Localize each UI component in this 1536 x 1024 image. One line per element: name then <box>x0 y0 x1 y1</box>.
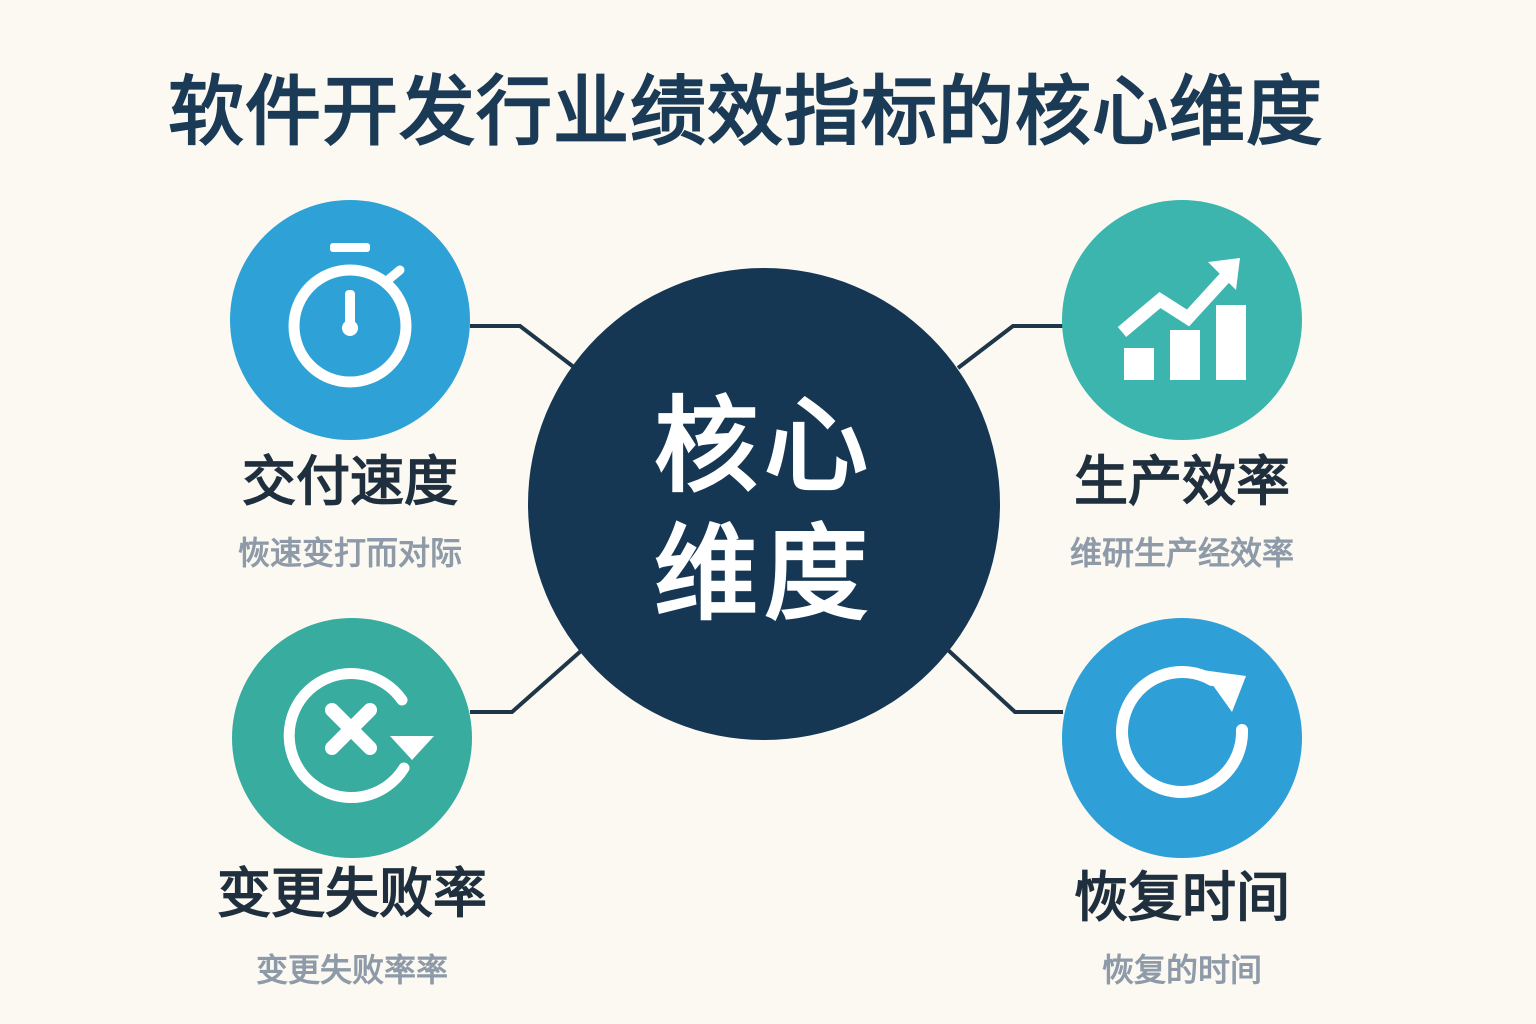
growth-chart-icon <box>1117 258 1246 380</box>
core-dimension-hub: 核心 维度 <box>528 268 1000 740</box>
connector-recovery-time <box>946 648 1063 714</box>
restore-cycle-icon <box>1116 665 1249 798</box>
productivity-label: 生产效率 <box>1074 450 1290 513</box>
delivery-speed-sublabel: 恢速变打而对际 <box>237 534 462 572</box>
change-failure-label: 变更失败率 <box>217 862 487 925</box>
recovery-time-label: 恢复时间 <box>1074 866 1290 929</box>
connector-productivity <box>956 324 1063 370</box>
failed-change-icon <box>283 668 434 804</box>
change-failure-sublabel: 变更失败率率 <box>255 951 448 989</box>
delivery-speed-label: 交付速度 <box>242 450 458 513</box>
productivity-node <box>1062 200 1302 440</box>
page-title: 软件开发行业绩效指标的核心维度 <box>168 67 1323 156</box>
hub-label-line2: 维度 <box>653 513 874 635</box>
recovery-time-sublabel: 恢复的时间 <box>1101 951 1262 989</box>
recovery-time-node <box>1062 618 1302 858</box>
stopwatch-icon <box>288 243 412 388</box>
connector-change-failure <box>470 648 584 714</box>
change-failure-node <box>232 618 472 858</box>
hub-label-line1: 核心 <box>653 385 874 507</box>
connector-delivery-speed <box>470 324 577 370</box>
productivity-sublabel: 维研生产经效率 <box>1069 534 1294 572</box>
delivery-speed-node <box>230 200 470 440</box>
